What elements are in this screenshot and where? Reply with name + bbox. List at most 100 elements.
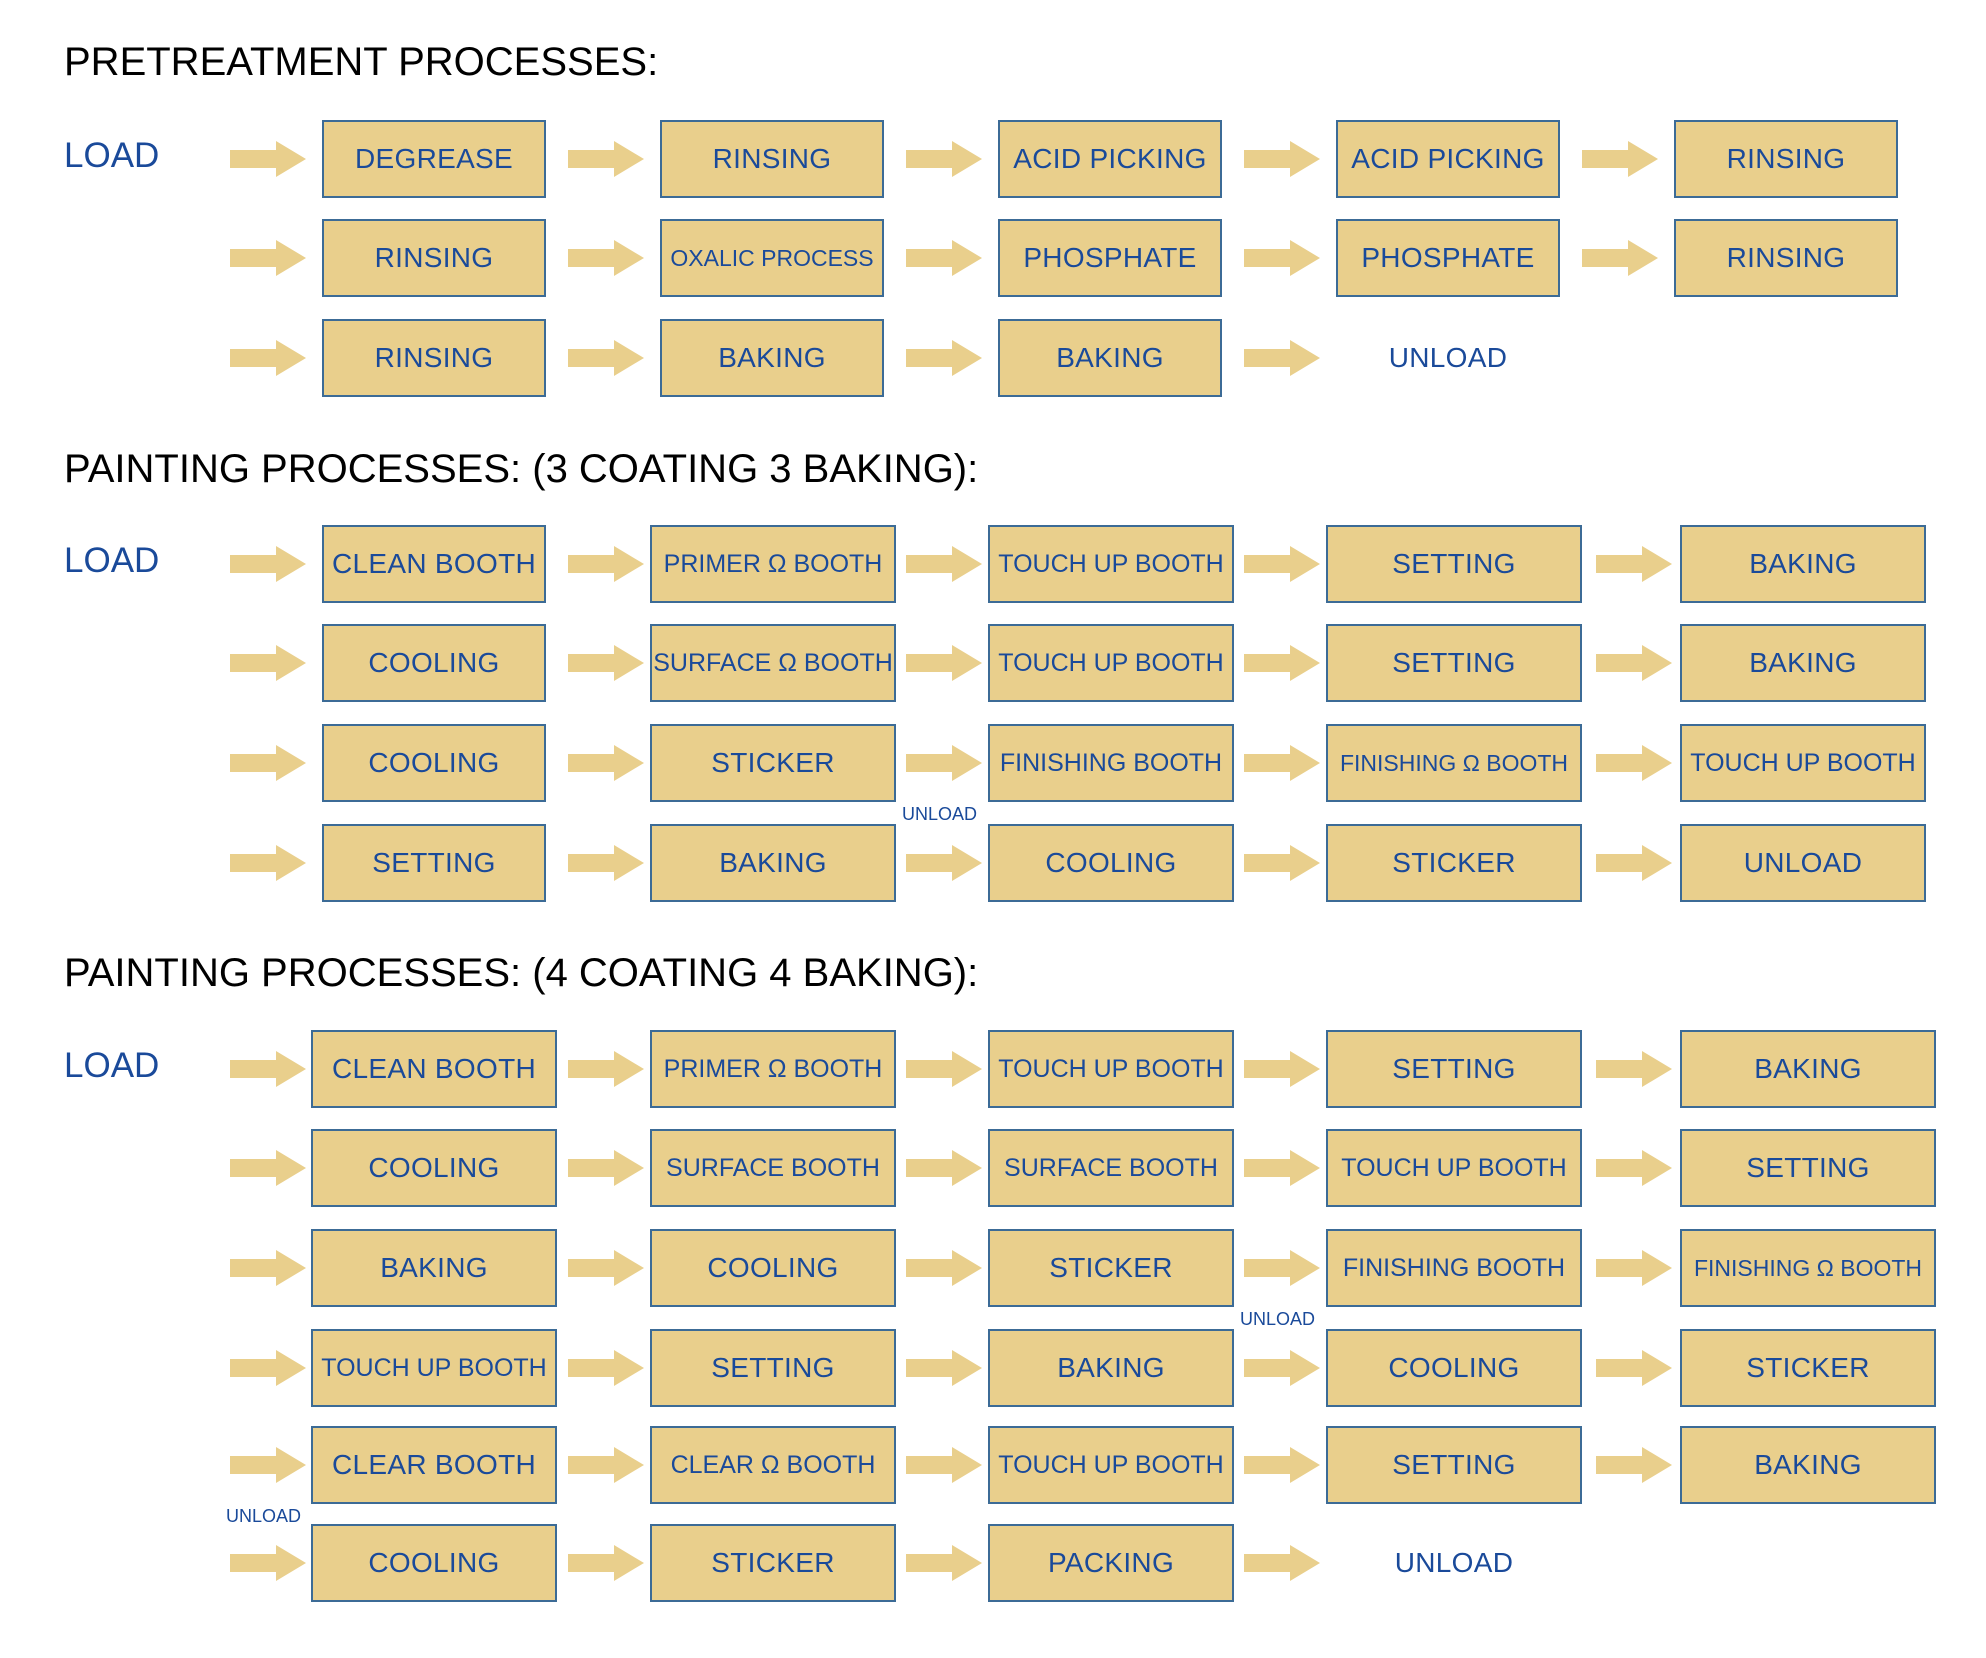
step-sticker: STICKER <box>650 724 896 802</box>
step-setting: SETTING <box>1326 1030 1582 1108</box>
flow-arrow <box>230 1049 306 1089</box>
step-rinsing: RINSING <box>322 219 546 297</box>
flow-arrow <box>906 544 982 584</box>
step-cooling: COOLING <box>650 1229 896 1307</box>
flow-arrow <box>568 139 644 179</box>
flow-arrow <box>1244 1049 1320 1089</box>
step-finishing-omega-booth: FINISHING Ω BOOTH <box>1326 724 1582 802</box>
step-baking: BAKING <box>1680 1426 1936 1504</box>
flow-arrow <box>906 1049 982 1089</box>
flow-arrow <box>1596 1248 1672 1288</box>
flow-arrow <box>230 544 306 584</box>
flow-arrow <box>906 643 982 683</box>
flow-arrow <box>906 1348 982 1388</box>
flow-arrow <box>1244 1148 1320 1188</box>
flow-arrow <box>230 139 306 179</box>
flow-arrow <box>1244 139 1320 179</box>
load-label: LOAD <box>64 136 160 175</box>
step-rinsing: RINSING <box>1674 120 1898 198</box>
step-baking: BAKING <box>660 319 884 397</box>
flow-arrow <box>906 743 982 783</box>
flow-arrow <box>1596 843 1672 883</box>
load-label: LOAD <box>64 541 160 580</box>
step-touch-up-booth: TOUCH UP BOOTH <box>988 1030 1234 1108</box>
step-surface-booth: SURFACE BOOTH <box>650 1129 896 1207</box>
step-degrease: DEGREASE <box>322 120 546 198</box>
flow-arrow <box>568 1543 644 1583</box>
flow-arrow <box>230 1543 306 1583</box>
flow-arrow <box>230 843 306 883</box>
flow-arrow <box>230 1348 306 1388</box>
step-baking: BAKING <box>1680 1030 1936 1108</box>
unload-note: UNLOAD <box>902 804 978 824</box>
step-finishing-booth: FINISHING BOOTH <box>988 724 1234 802</box>
flow-arrow <box>568 1445 644 1485</box>
flow-arrow <box>1244 643 1320 683</box>
step-clear-omega-booth: CLEAR Ω BOOTH <box>650 1426 896 1504</box>
flow-arrow <box>230 238 306 278</box>
flow-arrow <box>906 1248 982 1288</box>
step-touch-up-booth: TOUCH UP BOOTH <box>988 525 1234 603</box>
flow-arrow <box>568 743 644 783</box>
step-sticker: STICKER <box>1680 1329 1936 1407</box>
step-packing: PACKING <box>988 1524 1234 1602</box>
step-primer-omega-booth: PRIMER Ω BOOTH <box>650 525 896 603</box>
step-rinsing: RINSING <box>660 120 884 198</box>
step-surface-booth: SURFACE BOOTH <box>988 1129 1234 1207</box>
flow-arrow <box>230 1445 306 1485</box>
step-phosphate: PHOSPHATE <box>998 219 1222 297</box>
flow-arrow <box>1596 643 1672 683</box>
flow-arrow <box>1596 743 1672 783</box>
step-baking: BAKING <box>311 1229 557 1307</box>
flow-arrow <box>1244 238 1320 278</box>
step-rinsing: RINSING <box>1674 219 1898 297</box>
flow-arrow <box>1244 1348 1320 1388</box>
step-touch-up-booth: TOUCH UP BOOTH <box>311 1329 557 1407</box>
step-cooling: COOLING <box>311 1129 557 1207</box>
flow-arrow <box>906 1148 982 1188</box>
flow-arrow <box>568 1248 644 1288</box>
step-cooling: COOLING <box>322 724 546 802</box>
step-acid-picking: ACID PICKING <box>998 120 1222 198</box>
step-setting: SETTING <box>1326 624 1582 702</box>
flow-arrow <box>1582 238 1658 278</box>
step-phosphate: PHOSPHATE <box>1336 219 1560 297</box>
step-clear-booth: CLEAR BOOTH <box>311 1426 557 1504</box>
flow-arrow <box>568 1148 644 1188</box>
step-oxalic-process: OXALIC PROCESS <box>660 219 884 297</box>
flow-arrow <box>568 1049 644 1089</box>
flow-arrow <box>1596 1445 1672 1485</box>
step-unload: UNLOAD <box>1680 824 1926 902</box>
flow-arrow <box>568 643 644 683</box>
step-baking: BAKING <box>988 1329 1234 1407</box>
step-rinsing: RINSING <box>322 319 546 397</box>
flow-arrow <box>906 238 982 278</box>
step-setting: SETTING <box>1326 525 1582 603</box>
step-finishing-booth: FINISHING BOOTH <box>1326 1229 1582 1307</box>
step-sticker: STICKER <box>650 1524 896 1602</box>
flow-arrow <box>1596 1148 1672 1188</box>
unload-note: UNLOAD <box>226 1506 302 1526</box>
step-baking: BAKING <box>998 319 1222 397</box>
step-baking: BAKING <box>1680 624 1926 702</box>
step-finishing-omega-booth: FINISHING Ω BOOTH <box>1680 1229 1936 1307</box>
flow-arrow <box>1582 139 1658 179</box>
flow-arrow <box>1244 338 1320 378</box>
step-cooling: COOLING <box>988 824 1234 902</box>
unload-note: UNLOAD <box>1240 1309 1316 1329</box>
step-setting: SETTING <box>650 1329 896 1407</box>
step-cooling: COOLING <box>1326 1329 1582 1407</box>
flow-arrow <box>1596 1049 1672 1089</box>
flow-arrow <box>1244 1248 1320 1288</box>
section-title: PRETREATMENT PROCESSES: <box>64 40 659 84</box>
flow-arrow <box>906 843 982 883</box>
flow-arrow <box>568 238 644 278</box>
step-baking: BAKING <box>1680 525 1926 603</box>
flow-arrow <box>1244 843 1320 883</box>
flow-arrow <box>906 139 982 179</box>
flow-arrow <box>1244 1543 1320 1583</box>
step-setting: SETTING <box>322 824 546 902</box>
step-touch-up-booth: TOUCH UP BOOTH <box>988 624 1234 702</box>
step-touch-up-booth: TOUCH UP BOOTH <box>988 1426 1234 1504</box>
